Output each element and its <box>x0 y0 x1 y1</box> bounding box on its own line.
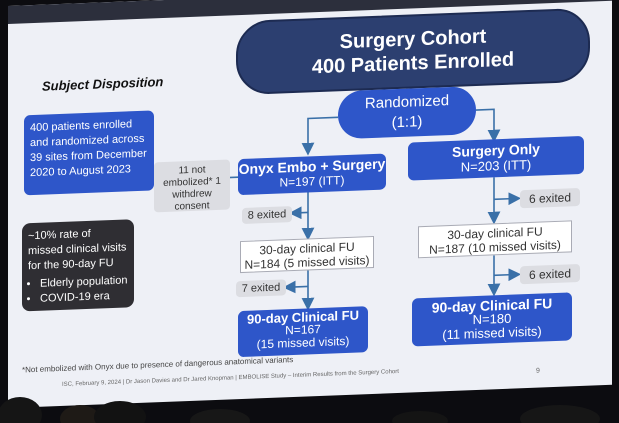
enrollment-summary-box: 400 patients enrolled and randomized acr… <box>24 110 154 196</box>
exit-count: 8 exited <box>247 208 287 222</box>
arm2-30day-fu: 30-day clinical FU N=187 (10 missed visi… <box>418 220 572 259</box>
exit-count: 6 exited <box>528 266 572 282</box>
arm2-exit-2: 6 exited <box>520 264 580 285</box>
arrow-arm2-exit1 <box>494 192 522 206</box>
arm-onyx-embo-surgery: Onyx Embo + Surgery N=197 (ITT) <box>238 153 386 196</box>
arm2-exit-1: 6 exited <box>520 188 580 209</box>
enrollment-text: 400 patients enrolled and randomized acr… <box>30 118 147 180</box>
arm2-90day-fu: 90-day Clinical FU N=180 (11 missed visi… <box>412 292 572 347</box>
not-embolized-text: 11 not embolized* 1 withdrew consent <box>163 164 221 213</box>
missed-visits-lead: ~10% rate of missed clinical visits for … <box>28 227 127 273</box>
arm1-90day-fu: 90-day Clinical FU N=167 (15 missed visi… <box>238 306 368 358</box>
arm1-exit-1: 8 exited <box>242 206 292 225</box>
fu90-missed: (15 missed visits) <box>256 333 350 352</box>
bullet-item: COVID-19 era <box>40 288 128 306</box>
arrow-rand-to-arm1 <box>301 116 338 156</box>
randomized-box: Randomized (1:1) <box>338 86 476 140</box>
arrow-arm2-exit2 <box>494 268 522 282</box>
missed-visits-bullets: Elderly population COVID-19 era <box>28 273 128 307</box>
surgery-cohort-title: Surgery Cohort 400 Patients Enrolled <box>236 7 590 96</box>
exit-count: 6 exited <box>528 190 572 206</box>
randomization-ratio: (1:1) <box>391 113 423 132</box>
arm1-exit-2: 7 exited <box>236 279 286 298</box>
flow-arrows <box>194 85 522 311</box>
arm1-30day-fu: 30-day clinical FU N=184 (5 missed visit… <box>240 235 374 274</box>
presentation-slide: Surgery Cohort 400 Patients Enrolled Sub… <box>8 0 612 408</box>
exit-count: 7 exited <box>241 281 281 296</box>
arm-surgery-only: Surgery Only N=203 (ITT) <box>408 135 584 181</box>
arrow-rand-to-arm2 <box>476 108 501 143</box>
page-number: 9 <box>536 367 540 375</box>
not-embolized-box: 11 not embolized* 1 withdrew consent <box>154 159 230 213</box>
arrow-arm1-exit1 <box>288 206 308 220</box>
arrow-arm1-exit2 <box>282 280 308 294</box>
audience-silhouettes <box>0 397 600 423</box>
missed-visits-note-box: ~10% rate of missed clinical visits for … <box>22 219 134 312</box>
